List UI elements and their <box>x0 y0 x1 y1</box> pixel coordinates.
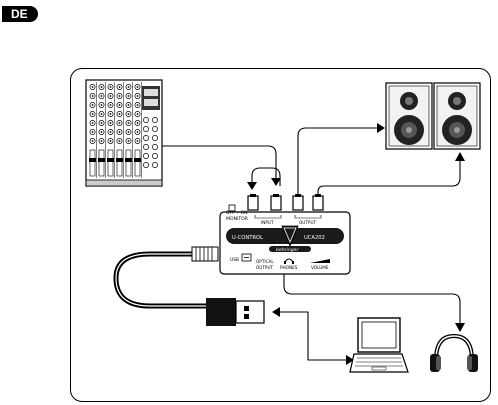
optical-output-label: OUTPUT <box>256 265 274 270</box>
mixer-knob <box>152 162 158 168</box>
mixer-fader <box>116 149 123 177</box>
mixer-knob <box>143 126 149 132</box>
model-left-label: U-CONTROL <box>232 235 263 241</box>
input-label: INPUT <box>261 220 274 225</box>
mixer-knob <box>143 117 149 123</box>
mixer-knob <box>152 153 158 159</box>
mixer-fader <box>125 149 132 177</box>
mixer-knob <box>152 135 158 141</box>
mixer-fader <box>107 149 114 177</box>
mixer-knob <box>152 144 158 150</box>
output-label: OUTPUT <box>299 220 317 225</box>
language-badge-label: DE <box>11 7 28 21</box>
laptop <box>349 317 409 373</box>
usb-interface <box>219 194 351 275</box>
mixer-fader <box>134 149 141 177</box>
studio-monitors <box>385 82 481 150</box>
speaker-right <box>433 82 481 150</box>
mixer-knob <box>143 162 149 168</box>
signal-cables <box>162 127 461 361</box>
mixer-knob <box>143 144 149 150</box>
volume-label: VOLUME <box>311 265 329 270</box>
off-on-label: OFF • ON <box>226 210 248 216</box>
mixer-fader <box>89 149 96 177</box>
usb-plug <box>206 298 265 326</box>
mixer-fader <box>98 149 105 177</box>
mixer-knob <box>152 117 158 123</box>
mixer-knob <box>143 135 149 141</box>
mixer-knob <box>152 126 158 132</box>
mixer <box>85 79 163 187</box>
phones-label: PHONES <box>280 265 298 270</box>
monitor-label: MONITOR <box>226 216 249 222</box>
brand-label: behringer <box>276 247 299 253</box>
speaker-left <box>385 82 433 150</box>
language-badge: DE <box>2 6 38 22</box>
arrowheads <box>247 123 465 365</box>
headphones <box>430 333 478 372</box>
optical-label: OPTICAL <box>256 259 274 264</box>
mixer-knob <box>143 153 149 159</box>
usb-label: USB <box>230 257 239 263</box>
diagram-frame <box>70 68 491 402</box>
usb-cable <box>113 246 219 309</box>
rca-jacks <box>247 194 324 211</box>
model-right-label: UCA202 <box>304 235 325 241</box>
